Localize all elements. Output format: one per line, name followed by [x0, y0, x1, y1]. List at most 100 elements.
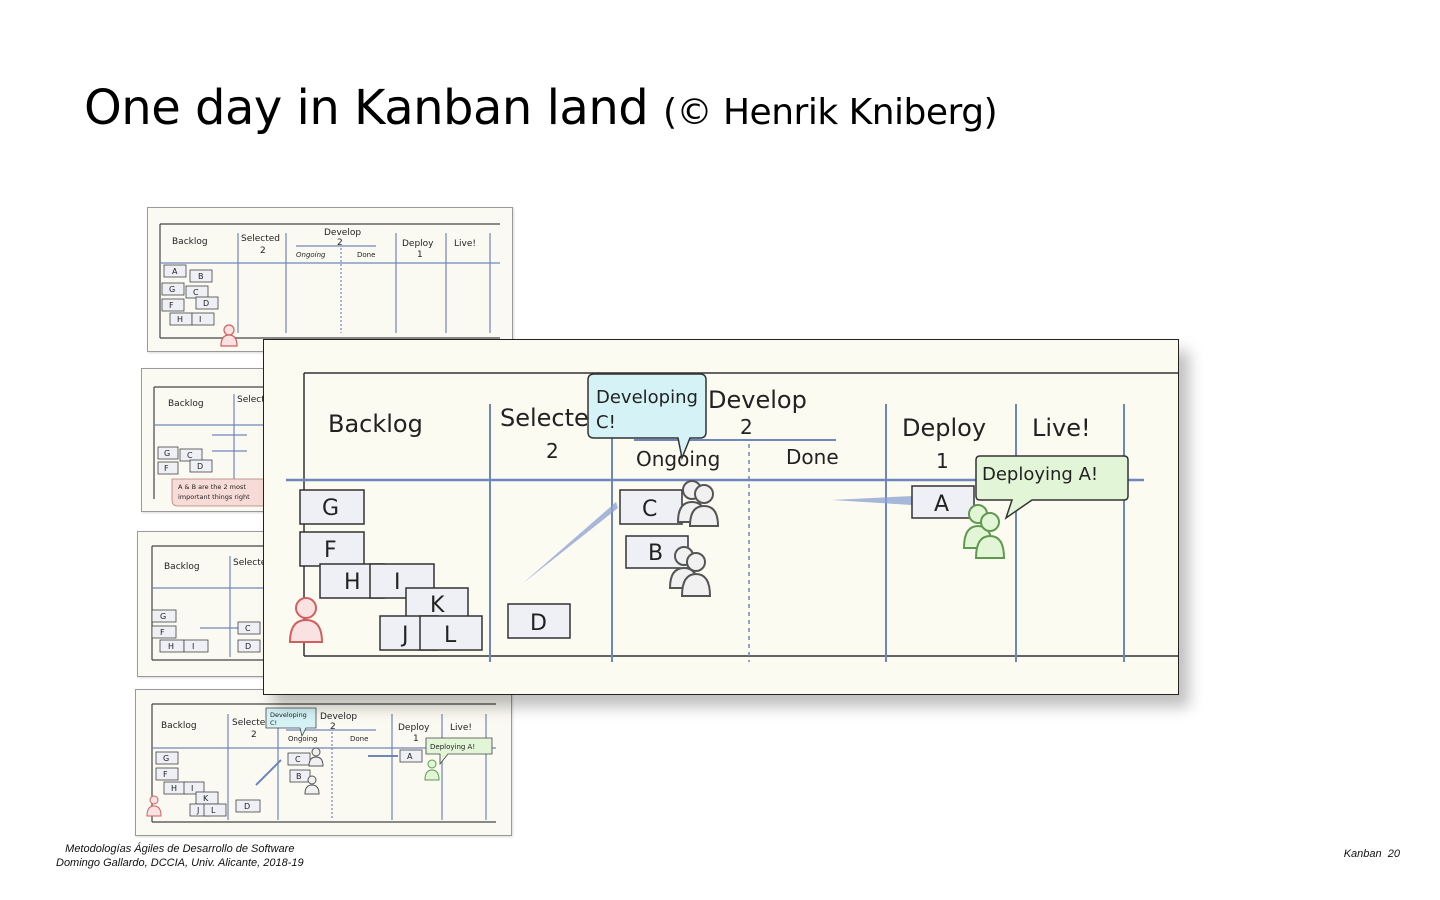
- thumb4-card-g: G: [155, 751, 179, 765]
- thumb1-col-live: Live!: [454, 239, 476, 249]
- thumb1-card-a: A: [163, 264, 187, 278]
- thumb3-card-f: F: [151, 625, 177, 639]
- svg-text:C: C: [193, 288, 199, 297]
- svg-text:C: C: [245, 624, 251, 633]
- svg-text:Deploying A!: Deploying A!: [982, 464, 1098, 485]
- flow-arrow-selected-to-ongoing: [522, 502, 618, 584]
- thumb1-col-develop: Develop: [324, 228, 361, 238]
- board-thumbnail-2: Backlog Selected G C F D A & B are the 2…: [141, 368, 273, 512]
- thumb1-card-i: I: [191, 312, 215, 326]
- card-k: K: [405, 587, 469, 621]
- svg-text:F: F: [160, 628, 165, 637]
- svg-text:Deploying A!: Deploying A!: [430, 743, 475, 751]
- col-backlog-label: Backlog: [328, 410, 423, 438]
- col-selected-label: Selected: [500, 404, 604, 432]
- thumb4-deploying-bubble: Deploying A!: [425, 737, 493, 766]
- thumb3-card-h: H: [159, 639, 185, 653]
- thumb2-col-backlog: Backlog: [168, 399, 204, 409]
- card-l: L: [419, 615, 483, 651]
- svg-text:C: C: [642, 497, 657, 522]
- board-thumbnail-4: Backlog Selected 2 Develop 2 Ongoing Don…: [135, 689, 512, 836]
- footer-author: Domingo Gallardo, DCCIA, Univ. Alicante,…: [56, 857, 304, 869]
- thumb1-card-d: D: [195, 296, 219, 310]
- thumb1-limit-deploy: 1: [417, 250, 423, 260]
- board-thumbnail-1: Backlog Selected 2 Develop 2 Ongoing Don…: [147, 207, 513, 352]
- selected-limit: 2: [546, 439, 559, 463]
- thumb3-col-backlog: Backlog: [164, 562, 200, 572]
- thumb4-card-a: A: [399, 749, 423, 763]
- svg-text:C: C: [295, 755, 301, 764]
- thumb1-sub-ongoing: Ongoing: [296, 251, 326, 259]
- thumb4-col-selected: Selected: [232, 718, 271, 728]
- svg-text:D: D: [244, 802, 250, 811]
- svg-text:important things right: important things right: [178, 493, 250, 501]
- developers-on-b-icon: [668, 546, 712, 597]
- subcol-ongoing-label: Ongoing: [636, 447, 720, 471]
- thumb3-card-d: D: [237, 639, 261, 653]
- thumb4-sub-done: Done: [350, 735, 368, 743]
- col-deploy-label: Deploy: [902, 414, 986, 442]
- thumb4-card-b: B: [289, 769, 311, 783]
- svg-text:J: J: [400, 623, 409, 648]
- svg-text:F: F: [164, 464, 169, 473]
- thumb2-note-bubble: A & B are the 2 most important things ri…: [171, 478, 272, 507]
- footer-section: Kanban: [1343, 848, 1382, 860]
- thumb4-developer-c-icon: [308, 747, 324, 767]
- card-g: G: [299, 489, 365, 525]
- thumb1-limit-selected: 2: [260, 246, 266, 256]
- thumb4-card-c: C: [287, 752, 311, 766]
- svg-text:D: D: [197, 462, 203, 471]
- thumb4-col-deploy: Deploy: [398, 723, 430, 733]
- flow-arrow-done-to-deploy: [832, 496, 912, 505]
- svg-text:D: D: [530, 611, 547, 636]
- thumb4-limit-selected: 2: [251, 730, 257, 740]
- col-live-label: Live!: [1032, 414, 1091, 442]
- svg-text:B: B: [198, 272, 204, 281]
- thumb1-col-selected: Selected: [241, 234, 280, 244]
- thumb4-col-backlog: Backlog: [161, 721, 197, 731]
- svg-text:K: K: [430, 593, 445, 618]
- svg-text:A: A: [172, 267, 178, 276]
- svg-text:G: G: [169, 285, 175, 294]
- svg-text:A & B are the 2 most: A & B are the 2 most: [178, 483, 246, 491]
- svg-text:H: H: [168, 642, 174, 651]
- page-number: 20: [1387, 848, 1400, 860]
- thumb3-col-selected: Selected: [233, 558, 268, 568]
- thumb1-card-c: C: [185, 285, 209, 299]
- thumb4-developer-b-icon: [304, 775, 320, 795]
- thumb1-card-g: G: [161, 282, 185, 296]
- svg-text:I: I: [192, 642, 194, 651]
- developers-on-c-icon: [676, 480, 720, 527]
- deploying-speech-bubble: Deploying A!: [975, 455, 1129, 520]
- thumb1-card-f: F: [161, 298, 185, 312]
- deploy-limit: 1: [936, 449, 949, 473]
- svg-text:G: G: [163, 754, 169, 763]
- svg-text:L: L: [444, 623, 457, 648]
- svg-text:H: H: [344, 570, 361, 595]
- col-develop-label: Develop: [708, 386, 807, 414]
- svg-text:B: B: [648, 541, 663, 566]
- thumb4-deployer-icon: [424, 759, 440, 781]
- card-d: D: [507, 603, 571, 639]
- svg-text:I: I: [199, 315, 201, 324]
- svg-text:J: J: [196, 806, 199, 815]
- product-owner-person-icon: [288, 597, 324, 643]
- svg-text:I: I: [394, 570, 401, 595]
- thumb1-card-h: H: [169, 312, 193, 326]
- develop-limit: 2: [740, 415, 753, 439]
- svg-text:C!: C!: [596, 412, 616, 433]
- thumb1-person-icon: [220, 324, 238, 347]
- thumb2-card-c: C: [179, 448, 203, 462]
- thumb2-card-g: G: [157, 446, 179, 460]
- kanban-board-main: Backlog Selected 2 Develop 2 Ongoing Don…: [263, 339, 1179, 695]
- thumb3-card-c: C: [237, 621, 261, 635]
- svg-text:L: L: [211, 806, 216, 815]
- svg-text:I: I: [191, 784, 193, 793]
- title-credit: (© Henrik Kniberg): [663, 92, 998, 133]
- card-a: A: [911, 485, 975, 519]
- thumb2-col-selected: Selected: [237, 395, 272, 405]
- svg-text:D: D: [203, 299, 209, 308]
- svg-text:F: F: [324, 538, 337, 563]
- thumb1-card-b: B: [189, 269, 213, 283]
- thumb4-red-person-icon: [146, 795, 162, 817]
